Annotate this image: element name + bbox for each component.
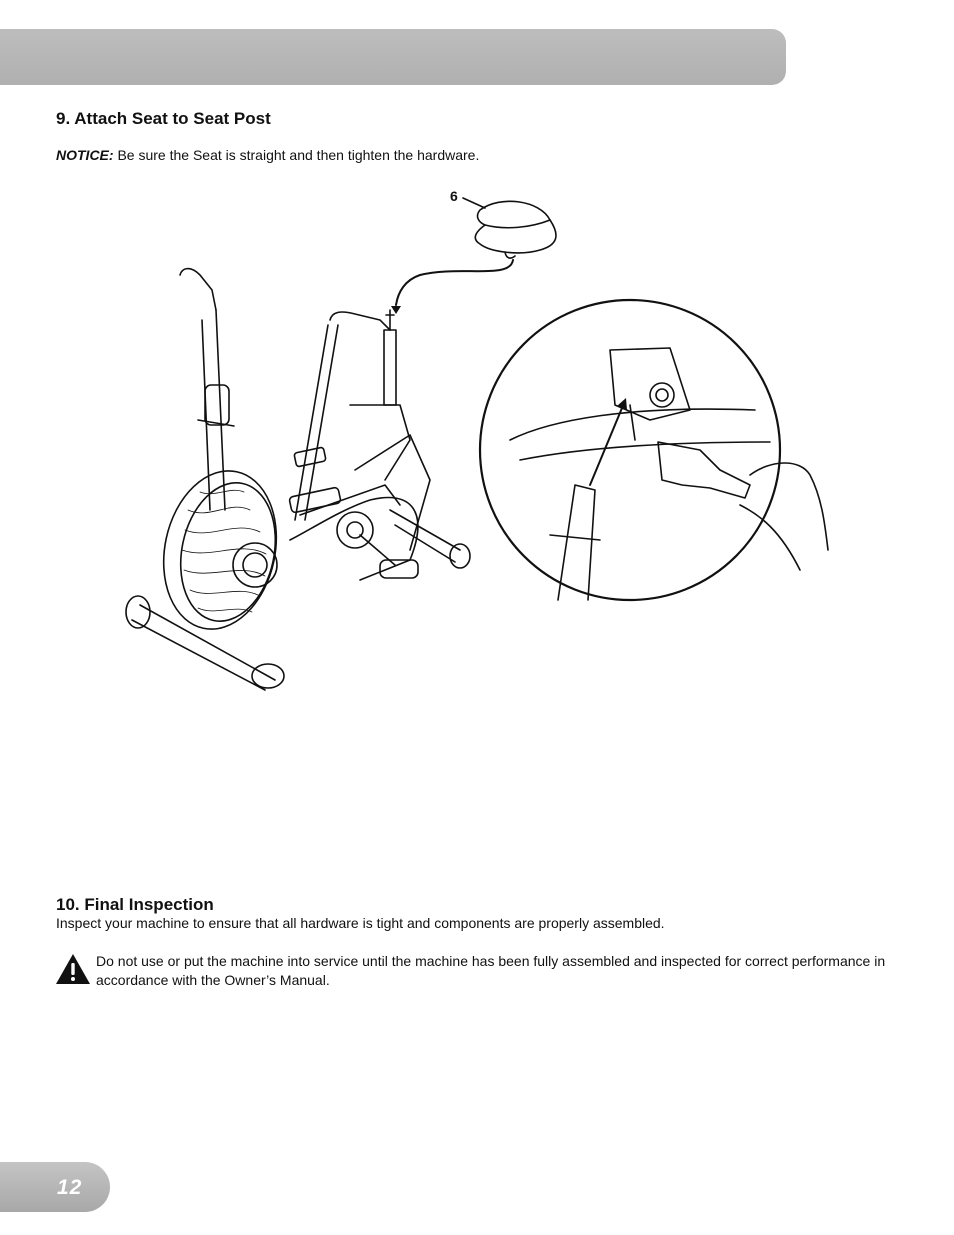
callout-leader (462, 197, 486, 209)
section-10-title: 10. Final Inspection (56, 895, 214, 914)
seat-drawing (474, 200, 557, 259)
notice-text: Be sure the Seat is straight and then ti… (113, 147, 480, 163)
callout-label-6: 6 (450, 188, 458, 204)
arrow-head (391, 306, 401, 314)
page-number-tab (0, 1162, 110, 1212)
header-bar (0, 29, 786, 85)
seat-assembly-illustration: 6 (125, 188, 829, 691)
warning-text: Do not use or put the machine into servi… (96, 953, 886, 988)
section-9-title: 9. Attach Seat to Seat Post (56, 109, 271, 128)
page-number: 12 (57, 1176, 83, 1199)
section-10-body: Inspect your machine to ensure that all … (56, 915, 665, 931)
notice-line: NOTICE: Be sure the Seat is straight and… (56, 146, 479, 165)
detail-inset (478, 298, 829, 602)
warning-triangle-icon (56, 954, 90, 984)
notice-label: NOTICE: (56, 147, 114, 163)
